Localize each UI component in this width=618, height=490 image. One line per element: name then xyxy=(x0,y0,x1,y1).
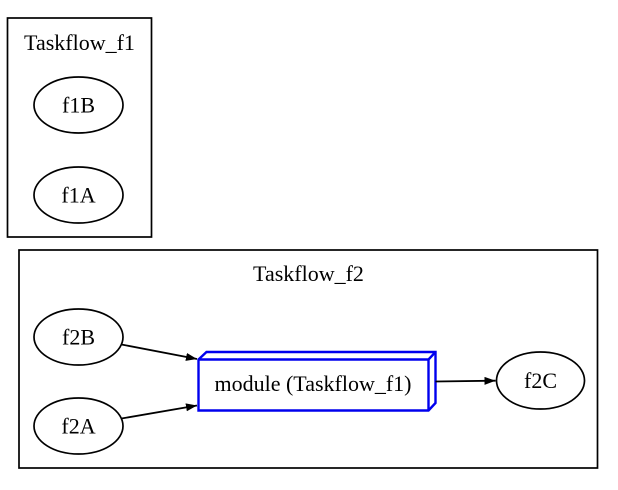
edge-f2B-to-module xyxy=(121,343,198,361)
cluster-taskflow-f2-border xyxy=(18,249,599,469)
node-f1B-label: f1B xyxy=(62,93,95,118)
node-f1A-label: f1A xyxy=(61,183,95,208)
node-module-taskflow-f1: module (Taskflow_f1) xyxy=(197,350,437,412)
edges xyxy=(121,343,496,420)
node-f1A-shape xyxy=(33,166,124,224)
node-f2B: f2B xyxy=(33,308,124,366)
edge-module-to-f2C xyxy=(435,376,496,385)
node-f1A: f1A xyxy=(33,166,124,224)
node-f2B-shape xyxy=(33,308,124,366)
node-f1B-shape xyxy=(33,76,124,134)
node-module-label: module (Taskflow_f1) xyxy=(214,371,411,396)
node-f2C-label: f2C xyxy=(524,368,557,393)
node-f2A-label: f2A xyxy=(61,414,95,439)
cluster-taskflow-f2-title: Taskflow_f2 xyxy=(253,261,364,286)
node-f2A-shape xyxy=(33,397,124,455)
node-f1B: f1B xyxy=(33,76,124,134)
node-f2A: f2A xyxy=(33,397,124,455)
node-f2B-label: f2B xyxy=(62,325,95,350)
cluster-taskflow-f1-border xyxy=(6,17,153,238)
node-f2C: f2C xyxy=(495,351,586,410)
cluster-taskflow-f1: Taskflow_f1 f1B f1A xyxy=(6,17,153,238)
edge-f2A-to-module xyxy=(121,403,198,420)
cluster-taskflow-f2: Taskflow_f2 f2B f2A module (Taskflow_f1)… xyxy=(18,249,599,469)
node-f2C-shape xyxy=(495,351,586,410)
node-module-box3d-inner-lines xyxy=(198,351,437,411)
cluster-taskflow-f1-title: Taskflow_f1 xyxy=(24,30,135,55)
